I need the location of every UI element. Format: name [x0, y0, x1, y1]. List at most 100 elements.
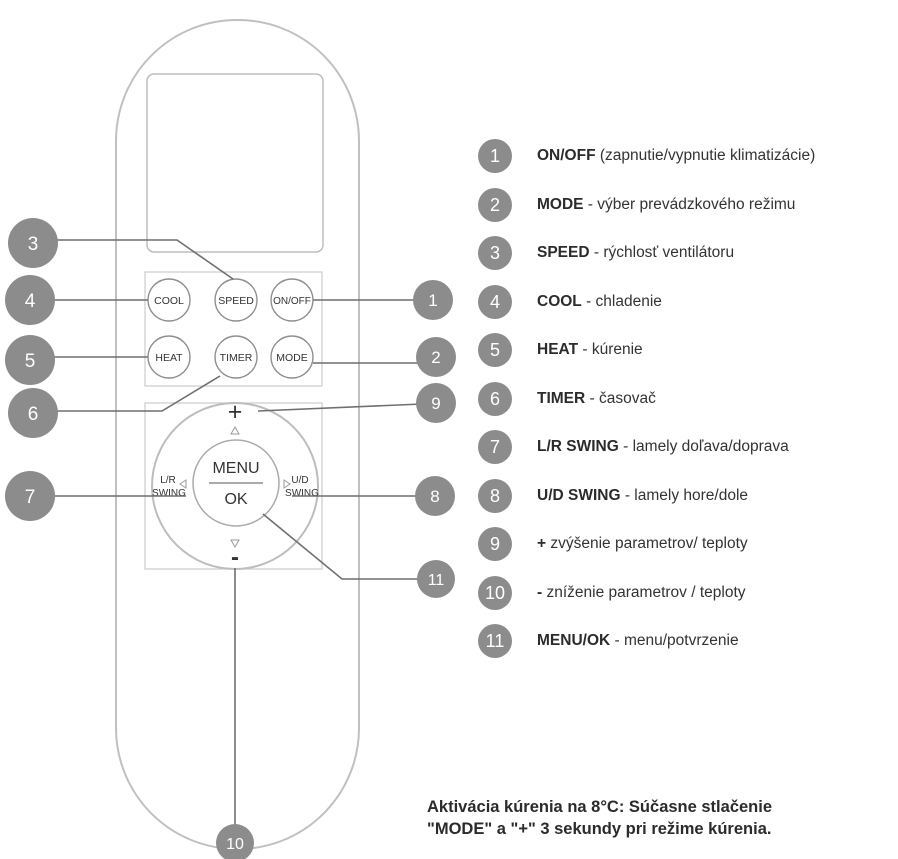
speed-button[interactable]: SPEED	[214, 278, 258, 322]
ud-swing-label-2: SWING	[285, 488, 319, 499]
legend-key: -	[537, 584, 543, 601]
legend-number: 11	[478, 624, 512, 658]
legend-desc: zvýšenie parametrov/ teploty	[546, 535, 748, 552]
legend-desc: - lamely hore/dole	[620, 487, 749, 504]
down-arrow-icon	[230, 539, 240, 549]
legend-number: 3	[478, 236, 512, 270]
legend-desc: zníženie parametrov / teploty	[542, 584, 746, 601]
remote-display	[146, 73, 324, 253]
lr-swing-button[interactable]: L/R SWING	[152, 475, 187, 499]
legend-item: 5 HEAT - kúrenie	[478, 333, 643, 367]
menu-ok-button[interactable]: MENU OK	[192, 439, 280, 527]
cool-button[interactable]: COOL	[147, 278, 191, 322]
minus-button[interactable]: -	[231, 544, 239, 571]
note-line-1: Aktivácia kúrenia na 8°C: Súčasne stlače…	[427, 798, 773, 816]
cool-button-label: COOL	[154, 295, 184, 307]
legend-desc: - kúrenie	[578, 341, 643, 358]
onoff-button[interactable]: ON/OFF	[270, 278, 314, 322]
svg-text:10: 10	[226, 836, 244, 853]
callout-4: 4	[5, 275, 55, 325]
svg-text:2: 2	[431, 348, 440, 367]
callout-8: 8	[415, 476, 455, 516]
legend-key: SPEED	[537, 244, 590, 261]
right-arrow-icon	[283, 479, 291, 489]
ud-swing-button[interactable]: U/D SWING	[283, 475, 319, 499]
legend-desc: - časovač	[585, 390, 656, 407]
button-panel	[144, 271, 323, 387]
legend-description: ON/OFF (zapnutie/vypnutie klimatizácie)	[537, 147, 815, 165]
ok-label: OK	[224, 491, 247, 508]
timer-button-label: TIMER	[220, 352, 253, 364]
heating-note: Aktivácia kúrenia na 8°C: Súčasne stlače…	[427, 796, 898, 840]
legend-desc: - rýchlosť ventilátoru	[589, 244, 735, 261]
legend-item: 11 MENU/OK - menu/potvrzenie	[478, 624, 739, 658]
legend-key: U/D SWING	[537, 487, 621, 504]
legend-number: 5	[478, 333, 512, 367]
legend-key: +	[537, 535, 547, 552]
legend-number: 2	[478, 188, 512, 222]
left-arrow-icon	[179, 479, 187, 489]
legend-number: 7	[478, 430, 512, 464]
mode-button-label: MODE	[276, 352, 308, 364]
svg-text:11: 11	[428, 572, 445, 589]
leader-lines	[51, 239, 423, 827]
callout-2: 2	[416, 337, 456, 377]
legend-number: 4	[478, 285, 512, 319]
legend-desc: - výber prevádzkového režimu	[583, 196, 796, 213]
callout-10: 10	[216, 824, 254, 859]
legend-item: 4 COOL - chladenie	[478, 285, 662, 319]
speed-button-label: SPEED	[218, 295, 254, 307]
callout-9: 9	[416, 383, 456, 423]
legend-description: + zvýšenie parametrov/ teploty	[537, 535, 748, 553]
legend-desc: - menu/potvrzenie	[610, 632, 739, 649]
legend-key: MODE	[537, 196, 584, 213]
legend-description: SPEED - rýchlosť ventilátoru	[537, 244, 734, 262]
legend-key: HEAT	[537, 341, 579, 358]
legend-number: 8	[478, 479, 512, 513]
ud-swing-label-1: U/D	[291, 475, 308, 486]
legend-key: COOL	[537, 293, 582, 310]
svg-text:6: 6	[28, 404, 39, 425]
heat-button[interactable]: HEAT	[147, 335, 191, 379]
legend-description: - zníženie parametrov / teploty	[537, 584, 746, 602]
legend-item: 2 MODE - výber prevádzkového režimu	[478, 188, 795, 222]
legend-item: 1 ON/OFF (zapnutie/vypnutie klimatizácie…	[478, 139, 815, 173]
legend-key: ON/OFF	[537, 147, 596, 164]
svg-text:1: 1	[428, 291, 437, 310]
legend-item: 8 U/D SWING - lamely hore/dole	[478, 479, 748, 513]
menu-label: MENU	[212, 460, 259, 477]
timer-button[interactable]: TIMER	[214, 335, 258, 379]
legend-item: 3 SPEED - rýchlosť ventilátoru	[478, 236, 734, 270]
legend-description: L/R SWING - lamely doľava/doprava	[537, 438, 789, 456]
callout-5: 5	[5, 335, 55, 385]
svg-text:5: 5	[25, 351, 36, 372]
legend-key: L/R SWING	[537, 438, 619, 455]
plus-button[interactable]: +	[228, 398, 243, 426]
callout-7: 7	[5, 471, 55, 521]
svg-text:3: 3	[28, 234, 39, 255]
legend-desc: - chladenie	[581, 293, 662, 310]
up-arrow-icon	[230, 425, 240, 435]
legend-key: MENU/OK	[537, 632, 611, 649]
legend-description: TIMER - časovač	[537, 390, 656, 408]
onoff-button-label: ON/OFF	[273, 296, 311, 307]
legend-description: COOL - chladenie	[537, 293, 662, 311]
note-line-2: "MODE" a "+" 3 sekundy pri režime kúreni…	[427, 820, 772, 838]
legend-number: 6	[478, 382, 512, 416]
legend-number: 9	[478, 527, 512, 561]
mode-button[interactable]: MODE	[270, 335, 314, 379]
legend-desc: - lamely doľava/doprava	[618, 438, 789, 455]
svg-text:7: 7	[25, 487, 36, 508]
callout-1: 1	[413, 280, 453, 320]
legend-description: MODE - výber prevádzkového režimu	[537, 196, 795, 214]
legend-description: U/D SWING - lamely hore/dole	[537, 487, 748, 505]
legend-key: TIMER	[537, 390, 586, 407]
svg-text:9: 9	[431, 394, 440, 413]
heat-button-label: HEAT	[155, 352, 183, 364]
legend-item: 6 TIMER - časovač	[478, 382, 656, 416]
svg-text:4: 4	[25, 291, 36, 312]
legend-description: MENU/OK - menu/potvrzenie	[537, 632, 739, 650]
legend-item: 10 - zníženie parametrov / teploty	[478, 576, 746, 610]
